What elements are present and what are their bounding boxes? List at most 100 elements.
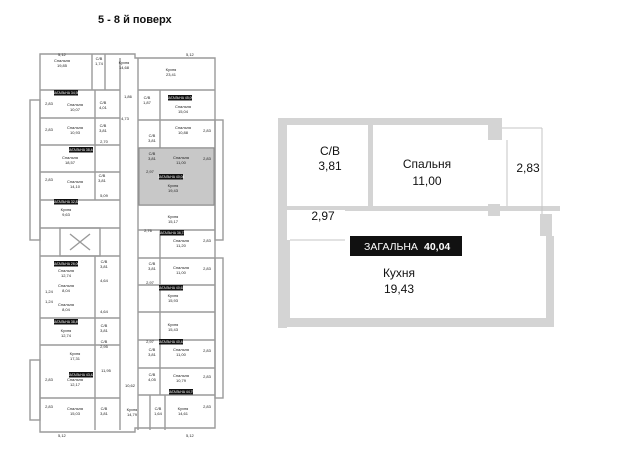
area-badge[interactable]: ЗАГАЛЬНА 26,06 (53, 261, 80, 267)
room-label: 2,83 (45, 127, 54, 132)
room-label: 2,83 (203, 266, 212, 271)
area-badge[interactable]: ЗАГАЛЬНА 36,73 (159, 230, 186, 236)
balcony-strip (29, 99, 41, 241)
room-label: 4,73 (121, 116, 130, 121)
dim-label: 5,12 (58, 52, 67, 57)
room-label: 2,70 (100, 139, 109, 144)
room-label: Кухня (70, 351, 81, 356)
detail-walls (278, 118, 560, 328)
room-label: Спальня (175, 125, 191, 130)
room-label: 2,97 (146, 169, 155, 174)
area-badge-text: ЗАГАЛЬНА 40,63 (158, 286, 185, 290)
room-label: 12,74 (61, 333, 72, 338)
room-label: Кухня (178, 406, 189, 411)
room-label: 1,87 (143, 100, 152, 105)
area-badge-text: ЗАГАЛЬНА 40,04 (158, 175, 185, 179)
room-label: С/В (144, 95, 151, 100)
area-badge-bg (159, 339, 183, 345)
room-label: Спальня (173, 373, 189, 378)
area-badge[interactable]: ЗАГАЛЬНА 44,79 (168, 389, 195, 395)
area-badge[interactable]: ЗАГАЛЬНА 32,83 (53, 199, 80, 205)
room-label: 10,93 (70, 130, 81, 135)
room-label: 14,61 (178, 411, 189, 416)
room-label: 4,05 (148, 377, 157, 382)
area-badge-bg (69, 372, 93, 378)
room-label: 10,62 (125, 383, 136, 388)
building-plan (29, 53, 224, 433)
area-badge-bg (168, 95, 192, 101)
floor-title: 5 - 8 й поверх (98, 14, 172, 26)
bedroom-name: Спальня (403, 157, 451, 171)
room-label: 1,24 (45, 299, 54, 304)
room-label: 3,81 (100, 328, 109, 333)
room-label: 2,97 (146, 280, 155, 285)
room-label: 1,24 (45, 289, 54, 294)
area-badge[interactable]: ЗАГАЛЬНА 45,09 (167, 95, 194, 101)
room-label: Кухня (166, 67, 177, 72)
area-badge-bg (159, 285, 183, 291)
room-label: С/В (149, 151, 156, 156)
area-badge[interactable]: ЗАГАЛЬНА 40,63 (158, 285, 185, 291)
room-label: 8,04 (62, 288, 71, 293)
area-badge[interactable]: ЗАГАЛЬНА 43,42 (68, 372, 95, 378)
room-label: С/В (149, 347, 156, 352)
balcony-strip (214, 119, 224, 241)
room-label: Кухня (168, 183, 179, 188)
wall-bath-bedroom (368, 118, 373, 208)
area-badge-text: ЗАГАЛЬНА 43,42 (68, 373, 95, 377)
corridor-area: 2,97 (311, 209, 335, 223)
wall-left (278, 118, 287, 328)
wall-bath-bottom (287, 206, 373, 210)
room-label: 2,83 (45, 177, 54, 182)
room-label: 12,74 (61, 273, 72, 278)
area-badge-text: ЗАГАЛЬНА 38,49 (53, 320, 80, 324)
area-badge-bg (54, 261, 78, 267)
room-label: 11,20 (176, 243, 186, 248)
room-label: 2,83 (203, 128, 212, 133)
stair-line (69, 233, 91, 251)
room-label: 3,81 (148, 352, 157, 357)
building-outer-wall (39, 53, 216, 433)
room-label: 2,83 (45, 404, 54, 409)
total-area-badge[interactable]: ЗАГАЛЬНА 40,04 (350, 236, 462, 256)
room-label: С/В (100, 123, 107, 128)
area-badge-text: ЗАГАЛЬНА 45,09 (167, 96, 194, 100)
area-badge-text: ЗАГАЛЬНА 26,06 (53, 262, 80, 266)
area-badge[interactable]: ЗАГАЛЬНА 38,49 (53, 319, 80, 325)
room-label: 11,00 (176, 160, 186, 165)
room-label: 15,17 (168, 219, 179, 224)
room-label: 1,86 (124, 94, 133, 99)
wall-bottom (278, 318, 554, 327)
balcony-strip (29, 359, 41, 421)
room-label: Спальня (67, 406, 83, 411)
room-label: С/В (101, 339, 108, 344)
room-label: 10,07 (70, 107, 81, 112)
total-badge-value: 40,04 (424, 241, 450, 253)
area-badge-text: ЗАГАЛЬНА 32,83 (53, 200, 80, 204)
bedroom-area: 11,00 (412, 174, 441, 188)
wall-kitchen-left (287, 240, 290, 318)
dim-label: 5,12 (58, 433, 67, 438)
room-label: 9,63 (62, 212, 71, 217)
area-badge-text: ЗАГАЛЬНА 44,79 (168, 390, 195, 394)
area-badge[interactable]: ЗАГАЛЬНА 40,04 (158, 174, 185, 180)
room-label: 18,57 (65, 160, 76, 165)
area-badge[interactable]: ЗАГАЛЬНА 40,44 (158, 339, 185, 345)
room-label: Кухня (127, 407, 138, 412)
room-label: 3,81 (98, 178, 107, 183)
room-label: С/В (149, 261, 156, 266)
area-badge[interactable]: ЗАГАЛЬНА 34,98 (53, 90, 80, 96)
area-badge[interactable]: ЗАГАЛЬНА 38,44 (68, 147, 95, 153)
room-label: 4,01 (99, 105, 108, 110)
room-label: Спальня (58, 302, 74, 307)
stairwell (59, 227, 101, 257)
dim-label: 5,12 (186, 52, 195, 57)
room-label: 2,83 (203, 348, 212, 353)
room-label: Кухня (61, 207, 72, 212)
room-label: Кухня (168, 322, 179, 327)
wall-column-top (488, 118, 502, 140)
room-label: 4,64 (100, 309, 109, 314)
room-label: С/В (149, 372, 156, 377)
